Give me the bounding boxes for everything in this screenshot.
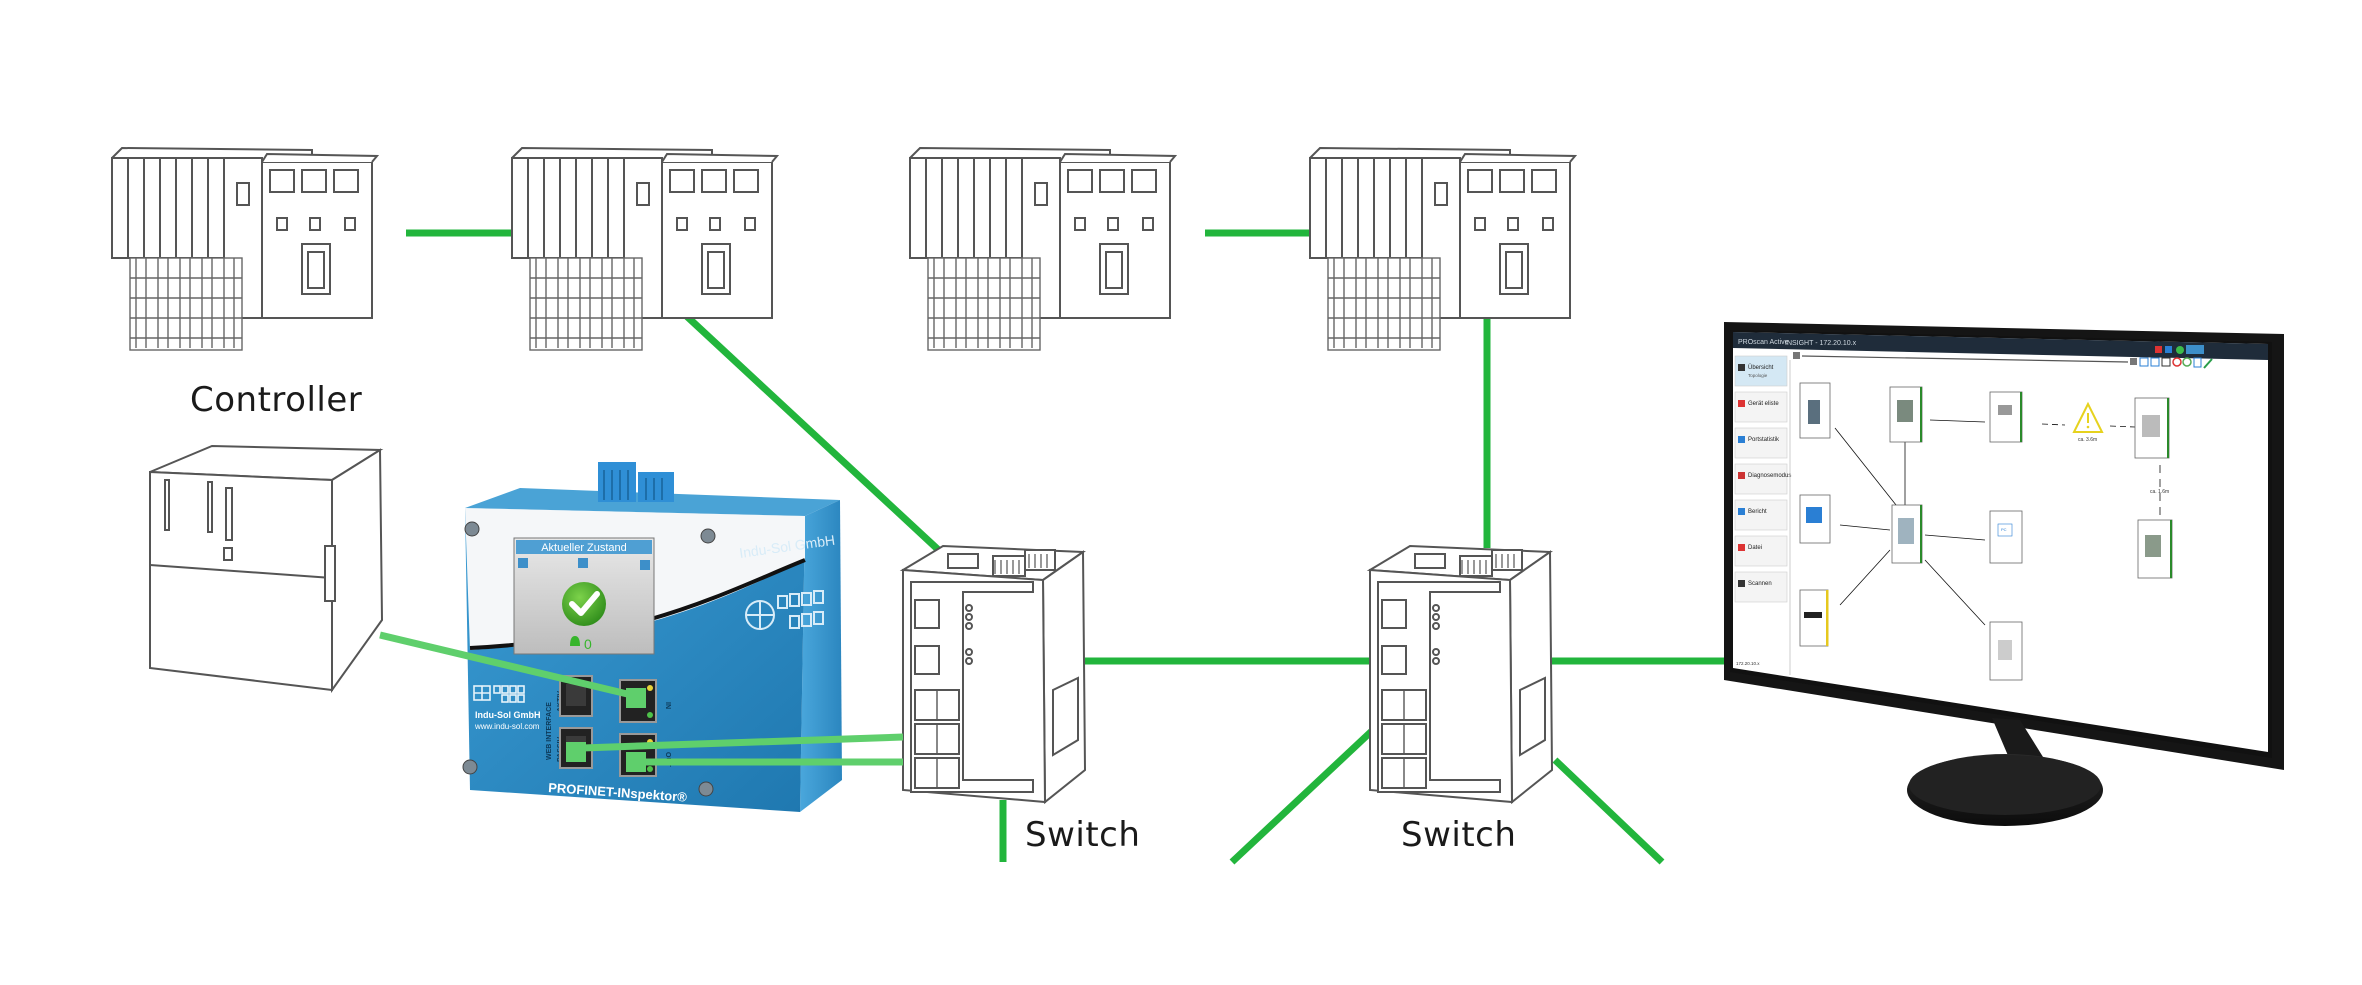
layout-icon[interactable] — [2150, 357, 2160, 367]
add-icon[interactable] — [2165, 346, 2172, 353]
sidebar-item-label: Diagnosemodus — [1748, 473, 1791, 479]
io-device-2[interactable] — [511, 147, 778, 351]
fit-view-icon[interactable] — [2139, 357, 2149, 367]
cable-controller-inspektor — [379, 631, 641, 701]
switch-1[interactable] — [902, 545, 1086, 803]
sidebar-item-6[interactable]: Scannen — [1734, 571, 1788, 603]
screw — [464, 521, 480, 537]
inspektor-display: Aktueller Zustand 0 — [513, 537, 655, 655]
display-left-arrow-icon[interactable] — [518, 558, 528, 568]
cable-io2-switch1 — [677, 307, 948, 559]
sidebar-item-icon — [1738, 580, 1745, 587]
topo-device-pc[interactable] — [1989, 510, 2023, 564]
close-icon[interactable] — [2155, 346, 2162, 353]
cable-inspektor-switch1-a — [581, 733, 904, 752]
inspektor-cable-overlay — [379, 631, 904, 772]
screw — [462, 759, 478, 775]
io-device-4[interactable] — [1309, 147, 1576, 351]
cable-plug — [566, 742, 586, 762]
display-title: Aktueller Zustand — [541, 542, 627, 554]
sidebar-item-icon — [1738, 436, 1745, 443]
window-title: INSIGHT - 172.20.10.x — [1785, 340, 1857, 347]
export-icon[interactable] — [2193, 357, 2202, 368]
copy-icon[interactable] — [2161, 357, 2171, 367]
sidebar-item-5[interactable]: Datei — [1734, 535, 1788, 567]
terminal-connector — [598, 462, 674, 502]
sidebar-item-icon — [1738, 400, 1745, 407]
website-text: www.indu-sol.com — [474, 722, 540, 731]
sidebar-item-icon — [1738, 364, 1745, 371]
display-right-arrow-icon[interactable] — [640, 560, 650, 570]
sidebar-item-label: Gerät eliste — [1748, 401, 1779, 407]
sidebar-item-sub: Topologie — [1748, 373, 1768, 378]
sidebar-item-1[interactable]: Gerät eliste — [1734, 391, 1788, 423]
zoom-out-button[interactable] — [1793, 352, 1800, 359]
sidebar-item-2[interactable]: Portstatistik — [1734, 427, 1788, 459]
pc-monitor[interactable]: PROscan Active INSIGHT - 172.20.10.x Übe… — [1724, 322, 2284, 826]
sidebar-item-label: Übersicht — [1748, 364, 1774, 371]
sidebar-item-label: Portstatistik — [1748, 437, 1780, 443]
io-device-3[interactable] — [909, 147, 1176, 351]
warning-triangle-icon[interactable] — [2072, 401, 2104, 433]
topology-graph: PC ca. 3.6m ca. 1.6m 172.20.10.x — [1736, 382, 2173, 681]
edit-pen-icon[interactable] — [2203, 358, 2213, 369]
status-globe-icon — [2176, 346, 2184, 354]
alarm-count: 0 — [584, 636, 592, 652]
indusol-logo-side — [745, 590, 824, 630]
status-ok-icon — [562, 582, 606, 626]
switch-1-label: Switch — [1025, 815, 1141, 855]
front-brand-text: Indu-Sol GmbH — [475, 710, 541, 720]
undo-icon[interactable] — [2172, 357, 2182, 367]
switch-2[interactable] — [1369, 545, 1553, 803]
display-home-icon[interactable] — [578, 558, 588, 568]
redo-icon[interactable] — [2182, 357, 2192, 367]
screw — [698, 781, 714, 797]
cable-switch2-downright — [1552, 757, 1665, 865]
pc-label: PC — [2001, 527, 2007, 532]
sidebar-item-label: Scannen — [1748, 581, 1772, 587]
switch-2-label: Switch — [1401, 815, 1517, 855]
app-title: PROscan Active — [1738, 339, 1789, 346]
screw — [700, 528, 716, 544]
topo-device-io[interactable] — [1989, 391, 2023, 443]
web-interface-label: WEB INTERFACE — [546, 702, 553, 760]
sidebar-item-label: Bericht — [1748, 509, 1767, 515]
sidebar-item-label: Datei — [1748, 545, 1762, 551]
zoom-in-button[interactable] — [2130, 358, 2137, 365]
sidebar-item-icon — [1738, 508, 1745, 515]
toolbar-icons — [2139, 357, 2213, 369]
controller-plc[interactable] — [149, 444, 384, 694]
zoom-slider[interactable] — [1801, 355, 2129, 363]
monitor-screen: PROscan Active INSIGHT - 172.20.10.x Übe… — [1733, 332, 2268, 752]
sidebar-item-3[interactable]: Diagnosemodus — [1734, 463, 1791, 495]
status-footer: 172.20.10.x — [1736, 661, 1760, 666]
cable-plug — [626, 752, 646, 772]
indusol-logo-front — [473, 685, 525, 703]
sidebar-item-icon — [1738, 472, 1745, 479]
alarm-bell-icon — [570, 636, 580, 646]
controller-label: Controller — [190, 380, 363, 420]
cable-label: ca. 1.6m — [2150, 489, 2169, 495]
warning-cable-label: ca. 3.6m — [2078, 437, 2097, 443]
profinet-inspektor[interactable]: Aktueller Zustand 0 Indu-Sol GmbH Indu-S… — [462, 462, 842, 812]
in-label: IN — [664, 702, 671, 709]
cables — [406, 229, 1728, 865]
cable-plug — [626, 688, 646, 708]
sidebar-item-icon — [1738, 544, 1745, 551]
indusol-logo-small — [2186, 345, 2204, 354]
sidebar-item-4[interactable]: Bericht — [1734, 499, 1788, 531]
io-device-1[interactable] — [111, 147, 378, 351]
cable-switch2-downleft — [1229, 725, 1378, 865]
monitor-stand — [1907, 718, 2103, 826]
